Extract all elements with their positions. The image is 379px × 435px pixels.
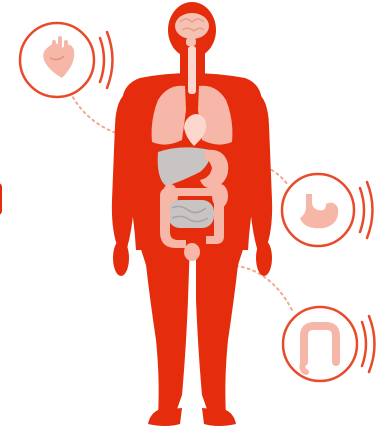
right-foot xyxy=(202,408,236,426)
trachea xyxy=(188,46,196,94)
right-hand xyxy=(256,240,272,276)
colon-callout-ring xyxy=(283,307,357,381)
left-hand xyxy=(113,240,129,276)
stomach-callout xyxy=(282,174,373,246)
heart-callout xyxy=(20,23,113,97)
colon-signal-arc-2 xyxy=(369,316,375,372)
left-leg xyxy=(138,240,190,416)
left-foot xyxy=(148,408,182,426)
edge-fragment xyxy=(0,183,2,215)
heart-signal-arc-1 xyxy=(100,38,104,82)
colon-callout xyxy=(283,307,375,381)
bladder xyxy=(184,243,200,261)
heart-signal-arc-2 xyxy=(107,32,113,88)
stomach-signal-arc-2 xyxy=(367,182,373,238)
stomach-signal-arc-1 xyxy=(360,188,364,232)
colon-signal-arc-1 xyxy=(362,322,366,366)
small-intestine xyxy=(168,200,214,228)
